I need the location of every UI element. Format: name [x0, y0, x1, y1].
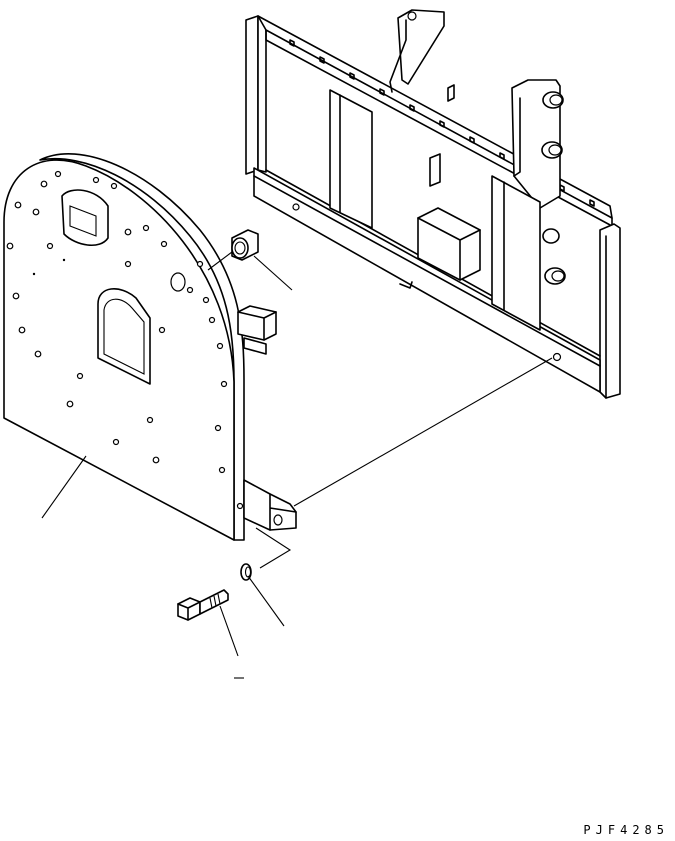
carriage-frame [245, 9, 621, 399]
mounting-plate-callout [41, 455, 87, 519]
washer-callout [247, 575, 285, 627]
assembly-lines [207, 251, 553, 569]
cap-plug [231, 229, 259, 261]
cap-callout [253, 255, 293, 291]
callout-leaders [41, 255, 293, 679]
bolt-callout [219, 605, 239, 657]
mounting-plate [3, 153, 297, 541]
drawing-code: PJF4285 [583, 823, 669, 837]
bolt [177, 589, 229, 621]
guide-roller-caps [541, 91, 566, 285]
plate-holes [6, 170, 244, 510]
